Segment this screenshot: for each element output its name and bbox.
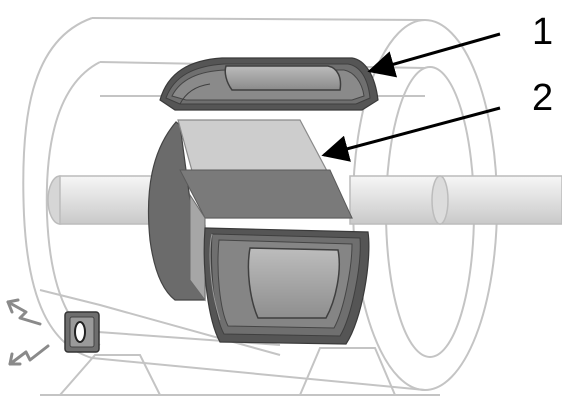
callout-arrow-2 bbox=[321, 106, 501, 162]
shaft-collar bbox=[431, 175, 449, 225]
core-front-face bbox=[179, 169, 353, 219]
callout-label-2: 2 bbox=[532, 77, 553, 119]
top-coil-face bbox=[224, 65, 342, 91]
callout-arrow-1 bbox=[367, 32, 501, 78]
left-foot bbox=[59, 354, 161, 396]
core-side-face bbox=[189, 193, 206, 302]
spark-upper-icon bbox=[6, 300, 42, 326]
bottom-field-coil bbox=[203, 227, 370, 345]
housing-top-edge bbox=[91, 17, 426, 21]
right-foot bbox=[299, 347, 396, 396]
brush-terminal bbox=[74, 321, 86, 343]
iron-core bbox=[147, 119, 353, 302]
callout-label-1: 1 bbox=[532, 11, 553, 53]
top-field-coil bbox=[159, 57, 379, 111]
spark-icons bbox=[6, 298, 50, 366]
housing-left-ring-outer bbox=[22, 17, 93, 359]
shaft bbox=[47, 175, 562, 225]
bottom-coil-face bbox=[247, 247, 341, 319]
housing-bottom-edge bbox=[91, 357, 426, 391]
spark-lower-icon bbox=[8, 344, 50, 366]
brush-box bbox=[64, 311, 100, 353]
shaft-right-section bbox=[349, 175, 562, 225]
